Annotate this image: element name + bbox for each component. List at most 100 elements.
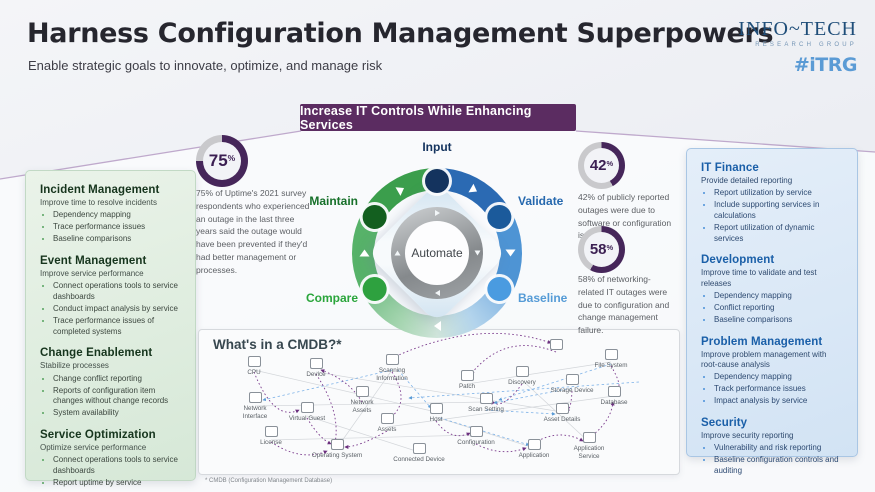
bullet-item: Baseline comparisons — [714, 315, 845, 326]
configuration-item-icon — [527, 439, 541, 450]
cmdb-node-label: Application Service — [573, 445, 605, 460]
automate-arrow-icon — [474, 250, 481, 255]
cmdb-node: Database — [588, 386, 640, 407]
configuration-item-icon — [247, 356, 261, 367]
bullet-item: Baseline comparisons — [53, 234, 183, 245]
cmdb-node: Assets — [361, 413, 413, 434]
stat-donut-58: 58% — [578, 226, 625, 273]
configuration-item-icon — [607, 386, 621, 397]
logo-subtext: RESEARCH GROUP — [755, 42, 857, 48]
configuration-item-icon — [604, 349, 618, 360]
bullet-item: Vulnerability and risk reporting — [714, 443, 845, 454]
cmdb-node-label: Scanning Information — [376, 367, 408, 382]
cmdb-node: Scan Setting — [460, 393, 512, 414]
section-subtitle: Optimize service performance — [40, 442, 147, 452]
bullet-item: Report uptime by service — [53, 478, 183, 489]
configuration-item-icon — [300, 402, 314, 413]
cmdb-node: Application Service — [563, 432, 615, 460]
cycle-label-maintain: Maintain — [309, 194, 358, 208]
configuration-item-icon — [330, 439, 344, 450]
bullet-item: Conduct impact analysis by service — [53, 304, 183, 315]
bullet-item: Trace performance issues of completed sy… — [53, 316, 183, 337]
cycle-arrow-icon — [505, 249, 516, 257]
configuration-item-icon — [385, 354, 399, 365]
cmdb-node-label: Discovery — [508, 379, 536, 386]
cmdb-node: Virtual Guest — [281, 402, 333, 423]
bullet-item: Connect operations tools to service dash… — [53, 455, 183, 476]
cmdb-node-label: License — [260, 439, 282, 446]
section-subtitle: Stabilize processes — [40, 361, 109, 371]
automate-arrow-icon — [394, 250, 401, 255]
configuration-cycle-diagram: Automate — [352, 168, 522, 338]
bullet-item: Dependency mapping — [53, 210, 183, 221]
section-title: Problem Management — [701, 335, 823, 348]
automate-label: Automate — [405, 221, 469, 285]
cycle-arrow-icon — [434, 321, 441, 331]
section-subtitle: Improve problem management with root-cau… — [701, 349, 827, 369]
cmdb-node-label: Scan Setting — [468, 406, 504, 413]
cycle-label-baseline: Baseline — [518, 291, 568, 305]
cmdb-node-label: File System — [594, 362, 628, 369]
stat-value: 42% — [589, 157, 614, 174]
banner-ribbon: Increase IT Controls While Enhancing Ser… — [300, 104, 576, 132]
stat-donut-42: 42% — [578, 142, 625, 189]
cmdb-footnote: * CMDB (Configuration Management Databas… — [205, 478, 333, 484]
bullet-item: Report utilization by service — [714, 188, 845, 199]
cmdb-node-label: Device — [306, 371, 326, 378]
cycle-arrow-icon — [359, 249, 370, 257]
bullet-item: Reports of configuration item changes wi… — [53, 386, 183, 407]
cycle-label-validate: Validate — [518, 194, 564, 208]
section-title: Event Management — [40, 255, 147, 268]
cmdb-node: File System — [585, 349, 637, 370]
bullet-item: Baseline configuration controls and audi… — [714, 455, 845, 476]
section-subtitle: Improve security reporting — [701, 430, 794, 440]
section-bullets: Connect operations tools to service dash… — [40, 281, 183, 337]
configuration-item-icon — [555, 403, 569, 414]
section-title: IT Finance — [701, 162, 759, 174]
automate-arrow-icon — [435, 209, 440, 216]
cmdb-node: Discovery — [496, 366, 548, 387]
stat-donut-75: 75% — [196, 135, 248, 187]
cmdb-node: Network Interface — [229, 392, 281, 420]
cmdb-node-label: Asset Details — [543, 416, 581, 423]
cmdb-node-label: Patch — [458, 383, 476, 390]
itrg-logo: #iTRG — [793, 54, 858, 76]
configuration-item-icon — [248, 392, 262, 403]
cmdb-node-label: Network Interface — [242, 405, 268, 420]
bullet-item: Include supporting services in calculati… — [714, 200, 845, 221]
section-subtitle: Improve time to resolve incidents — [40, 198, 157, 207]
configuration-item-icon — [264, 426, 278, 437]
cmdb-node-label: Virtual Guest — [288, 415, 326, 422]
infotech-logo: INFO~TECH RESEARCH GROUP #iTRG — [738, 18, 857, 76]
section-subtitle: Improve time to validate and test releas… — [701, 268, 817, 288]
input-node — [425, 169, 449, 193]
bullet-item: Dependency mapping — [714, 372, 845, 383]
cmdb-node: Application — [508, 439, 560, 460]
section-title: Service Optimization — [40, 428, 156, 441]
bullet-item: Impact analysis by service — [714, 396, 845, 407]
section-subtitle: Provide detailed reporting — [701, 176, 793, 185]
bullet-item: System availability — [53, 408, 183, 419]
configuration-item-icon — [412, 443, 426, 454]
bullet-item: Report utilization of dynamic services — [714, 223, 845, 244]
cmdb-node-label: Connected Device — [393, 456, 445, 463]
configuration-item-icon — [429, 403, 443, 414]
cmdb-node-label: CPU — [247, 369, 261, 376]
section-title: Development — [701, 254, 775, 267]
cmdb-node: Network Assets — [336, 386, 388, 414]
stat-value: 75% — [208, 151, 236, 170]
cmdb-node: Operating System — [311, 439, 363, 460]
configuration-item-icon — [565, 374, 579, 385]
section-title: Change Enablement — [40, 347, 153, 360]
